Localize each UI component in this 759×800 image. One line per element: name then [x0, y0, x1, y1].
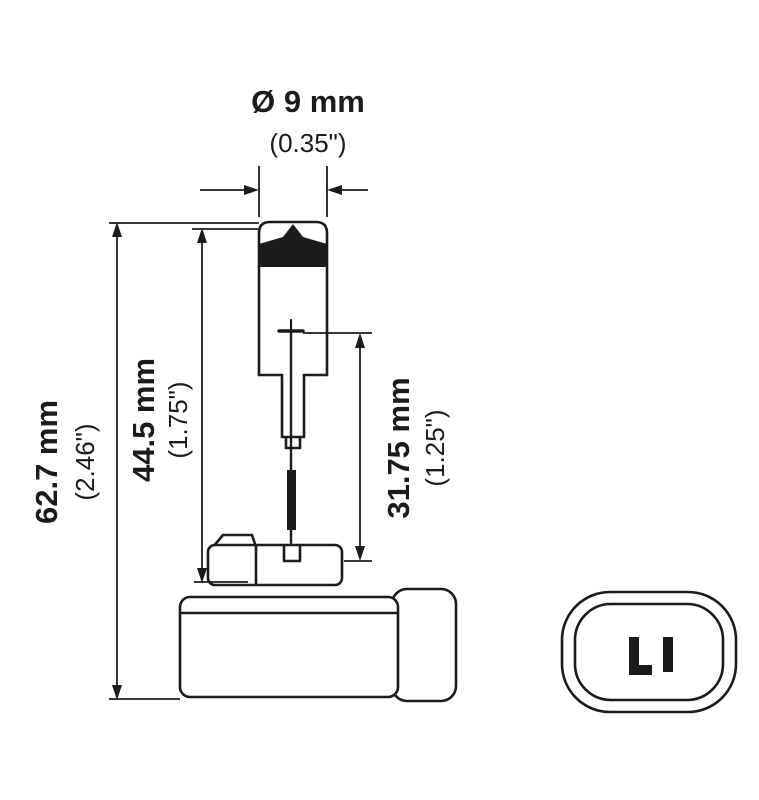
dim-light-center-length: 31.75 mm (1.25") — [303, 332, 450, 562]
dim-lcl-mm-label: 31.75 mm — [381, 377, 416, 518]
connector-inner-outline — [573, 602, 725, 702]
flange — [206, 543, 344, 587]
dim-overall-in-label: (2.46") — [70, 423, 100, 500]
dim-bulb-arrow-top — [197, 228, 207, 243]
dim-overall-arrow-top — [112, 222, 122, 237]
connector-pin-left — [629, 637, 652, 675]
dim-overall-length: 62.7 mm (2.46") — [29, 222, 259, 700]
connector-end-view — [560, 590, 738, 714]
flange-stem-socket — [282, 543, 302, 563]
dim-bulb-arrow-bottom — [197, 568, 207, 583]
connector-pin-right — [663, 637, 673, 672]
dim-diameter: Ø 9 mm (0.35") — [200, 84, 368, 217]
lead-wire-dark-segment — [287, 470, 296, 530]
dim-diameter-mm-label: Ø 9 mm — [251, 84, 365, 119]
connector-shroud — [390, 587, 458, 703]
base-body — [178, 595, 400, 699]
neck — [280, 373, 306, 439]
glass-tube — [257, 220, 329, 377]
dim-bulb-in-label: (1.75") — [163, 381, 193, 458]
dim-overall-arrow-bottom — [112, 685, 122, 700]
black-tip — [259, 224, 327, 267]
dim-lcl-arrow-top — [355, 333, 365, 348]
dim-diameter-arrow-right — [327, 185, 342, 195]
neck-step — [284, 435, 302, 450]
dim-lcl-arrow-bottom — [355, 546, 365, 561]
dim-overall-mm-label: 62.7 mm — [29, 400, 64, 524]
dim-diameter-in-label: (0.35") — [269, 128, 346, 158]
dim-diameter-arrow-left — [244, 185, 259, 195]
dim-bulb-length: 44.5 mm (1.75") — [126, 228, 258, 583]
connector-outer-outline — [560, 590, 738, 714]
dim-bulb-mm-label: 44.5 mm — [126, 358, 161, 482]
dim-lcl-in-label: (1.25") — [420, 409, 450, 486]
bulb-side-view — [178, 220, 458, 703]
